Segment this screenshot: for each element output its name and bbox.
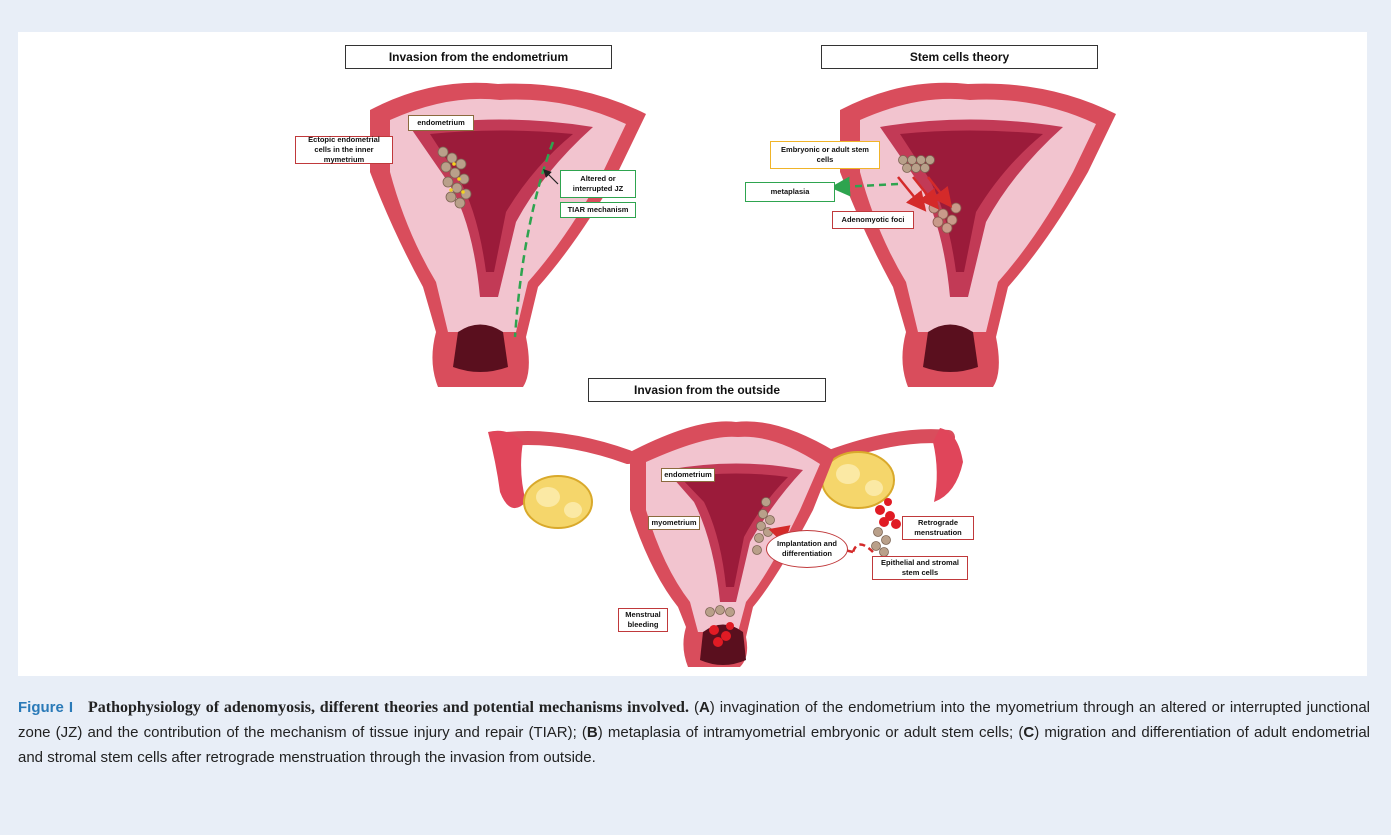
label-retrograde-menstruation: Retrograde menstruation: [902, 516, 974, 540]
part-c-letter: C: [1023, 724, 1034, 741]
part-b-text: ) metaplasia of intramyometrial embryoni…: [598, 724, 1024, 741]
label-metaplasia: metaplasia: [745, 182, 835, 202]
label-myometrium: myometrium: [648, 516, 700, 530]
label-tiar-mechanism: TIAR mechanism: [560, 202, 636, 218]
part-b-letter: B: [587, 724, 598, 741]
label-implantation: Implantation and differentiation: [766, 530, 848, 568]
uterus-c-illustration: [488, 421, 963, 667]
panel-a-title: Invasion from the endometrium: [345, 45, 612, 69]
label-endometrium-a: endometrium: [408, 115, 474, 131]
label-epithelial-stem-cells: Epithelial and stromal stem cells: [872, 556, 968, 580]
figure-label: Figure I: [18, 699, 73, 716]
figure-panel: Invasion from the endometrium endometriu…: [18, 32, 1367, 676]
label-endometrium-c: endometrium: [661, 468, 715, 482]
label-menstrual-bleeding: Menstrual bleeding: [618, 608, 668, 632]
label-stem-cells: Embryonic or adult stem cells: [770, 141, 880, 169]
uterus-b-illustration: [840, 83, 1116, 387]
label-altered-jz: Altered or interrupted JZ: [560, 170, 636, 198]
figure-illustration: [18, 32, 1367, 676]
label-adenomyotic-foci: Adenomyotic foci: [832, 211, 914, 229]
panel-c-title: Invasion from the outside: [588, 378, 826, 402]
figure-caption: Figure I Pathophysiology of adenomyosis,…: [18, 695, 1370, 770]
figure-title: Pathophysiology of adenomyosis, differen…: [88, 699, 689, 716]
panel-b-title: Stem cells theory: [821, 45, 1098, 69]
part-a-letter: A: [699, 699, 710, 716]
label-ectopic-cells: Ectopic endometrial cells in the inner m…: [295, 136, 393, 164]
